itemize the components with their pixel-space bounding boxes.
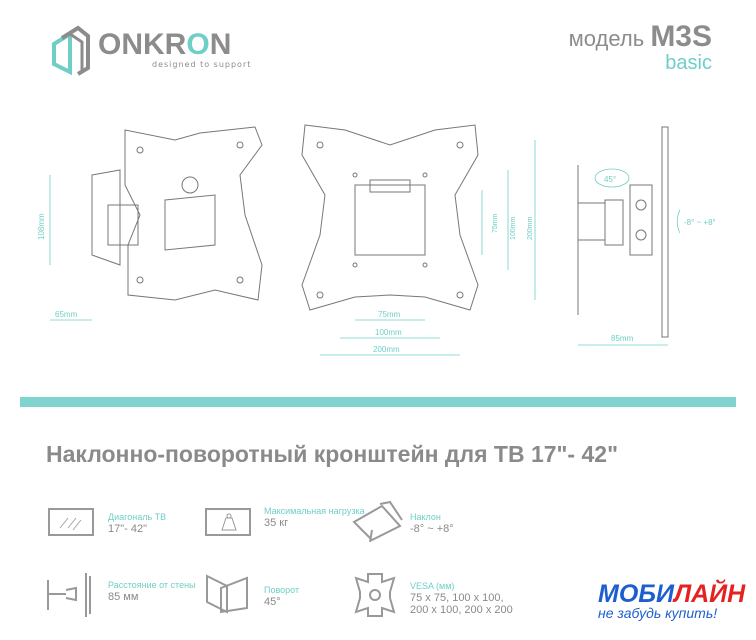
wall-distance-icon (47, 573, 91, 617)
mobilain-logo: МОБИЛАЙН не забудь купить! (598, 580, 746, 621)
side-view-drawing (91, 126, 263, 301)
svg-text:100mm: 100mm (510, 216, 517, 240)
weight-icon (205, 508, 251, 536)
dim-height: 108mm (37, 213, 46, 240)
model-title: модель M3S (568, 20, 712, 53)
svg-text:200mm: 200mm (373, 345, 400, 354)
brand-tagline: designed to support (152, 60, 252, 69)
product-title: Наклонно-поворотный кронштейн для ТВ 17"… (46, 441, 618, 467)
swivel-icon (206, 574, 248, 614)
onkron-logo-icon (52, 25, 90, 76)
svg-text:75mm: 75mm (378, 310, 401, 319)
svg-text:100mm: 100mm (375, 328, 402, 337)
swivel-angle: 45° (604, 175, 616, 184)
technical-drawings: 108mm 65mm 75mm 100mm 200mm 75mm 100mm 2… (37, 124, 716, 356)
feature-vesa: VESA (мм)75 x 75, 100 x 100, 200 x 100, … (410, 581, 513, 616)
svg-text:200mm: 200mm (527, 216, 534, 240)
model-edition: basic (665, 52, 712, 74)
tilt-icon (352, 500, 403, 543)
dim-depth-left: 65mm (55, 310, 78, 319)
accent-divider (20, 397, 736, 407)
dim-depth-right: 85mm (611, 334, 634, 343)
tilt-angle: -8° ~ +8° (684, 218, 716, 227)
brand-name: ONKRON (98, 28, 232, 61)
profile-view-drawing (577, 126, 669, 338)
tv-icon (48, 508, 94, 536)
vesa-icon (354, 573, 396, 617)
front-view-drawing (301, 124, 479, 311)
svg-text:75mm: 75mm (492, 213, 499, 233)
feature-tilt: Наклон-8° ~ +8° (410, 512, 454, 535)
